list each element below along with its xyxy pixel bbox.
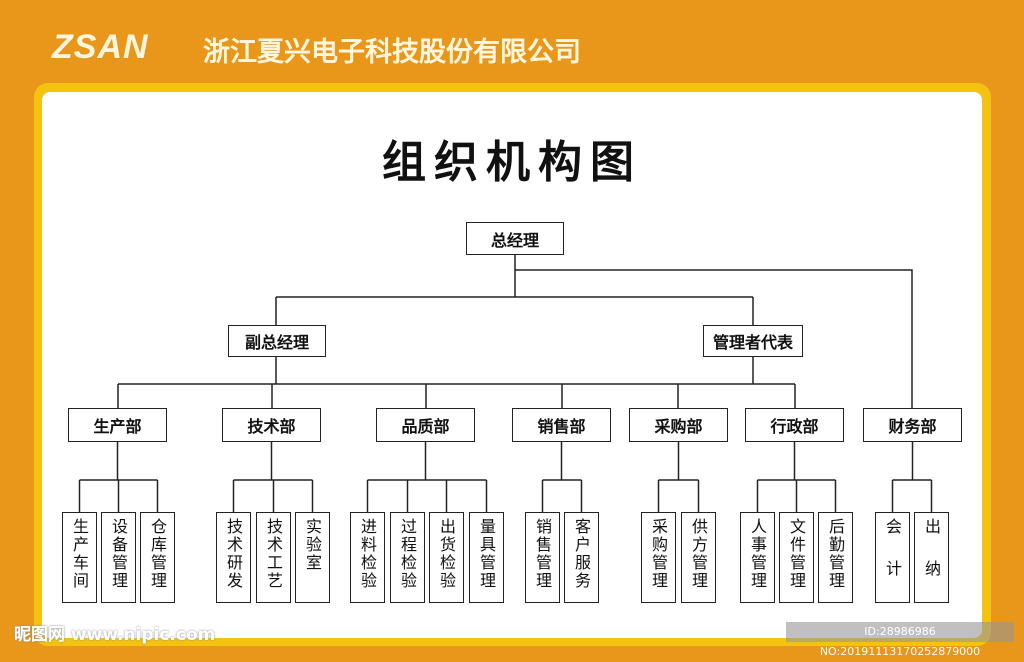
watermark-id: ID:28986986 NO:20191113170252879000: [786, 622, 1014, 658]
node-department: 生产部: [68, 408, 167, 442]
node-sub-unit: 生产车间: [62, 512, 97, 603]
node-sub-unit: 技术研发: [216, 512, 251, 603]
watermark-site: 昵图网 www.nipic.com: [14, 625, 216, 645]
node-department: 销售部: [512, 408, 611, 442]
node-sub-unit: 会计: [875, 512, 910, 603]
node-sub-unit: 后勤管理: [818, 512, 853, 603]
company-logo: ZSAN: [52, 28, 149, 66]
leaf-connectors: [78, 442, 933, 512]
node-general-manager: 总经理: [466, 222, 564, 255]
node-sub-unit: 人事管理: [740, 512, 775, 603]
node-sub-unit: 实验室: [295, 512, 330, 603]
node-department: 采购部: [629, 408, 728, 442]
node-department: 品质部: [376, 408, 475, 442]
node-sub-unit: 进料检验: [350, 512, 385, 603]
node-sub-unit: 销售管理: [525, 512, 560, 603]
node-department: 技术部: [222, 408, 321, 442]
node-sub-unit: 出货检验: [429, 512, 464, 603]
node-sub-unit: 仓库管理: [140, 512, 175, 603]
node-sub-unit: 采购管理: [641, 512, 676, 603]
node-sub-unit: 技术工艺: [256, 512, 291, 603]
company-name: 浙江夏兴电子科技股份有限公司: [203, 37, 581, 68]
node-deputy-manager: 副总经理: [228, 325, 326, 357]
node-sub-unit: 客户服务: [564, 512, 599, 603]
node-sub-unit: 量具管理: [469, 512, 504, 603]
node-sub-unit: 出纳: [914, 512, 949, 603]
node-department: 财务部: [863, 408, 962, 442]
node-management-rep: 管理者代表: [703, 325, 803, 357]
node-sub-unit: 过程检验: [390, 512, 425, 603]
node-sub-unit: 供方管理: [681, 512, 716, 603]
page-title: 组织机构图: [382, 137, 642, 188]
node-sub-unit: 文件管理: [779, 512, 814, 603]
node-sub-unit: 设备管理: [101, 512, 136, 603]
node-department: 行政部: [745, 408, 844, 442]
